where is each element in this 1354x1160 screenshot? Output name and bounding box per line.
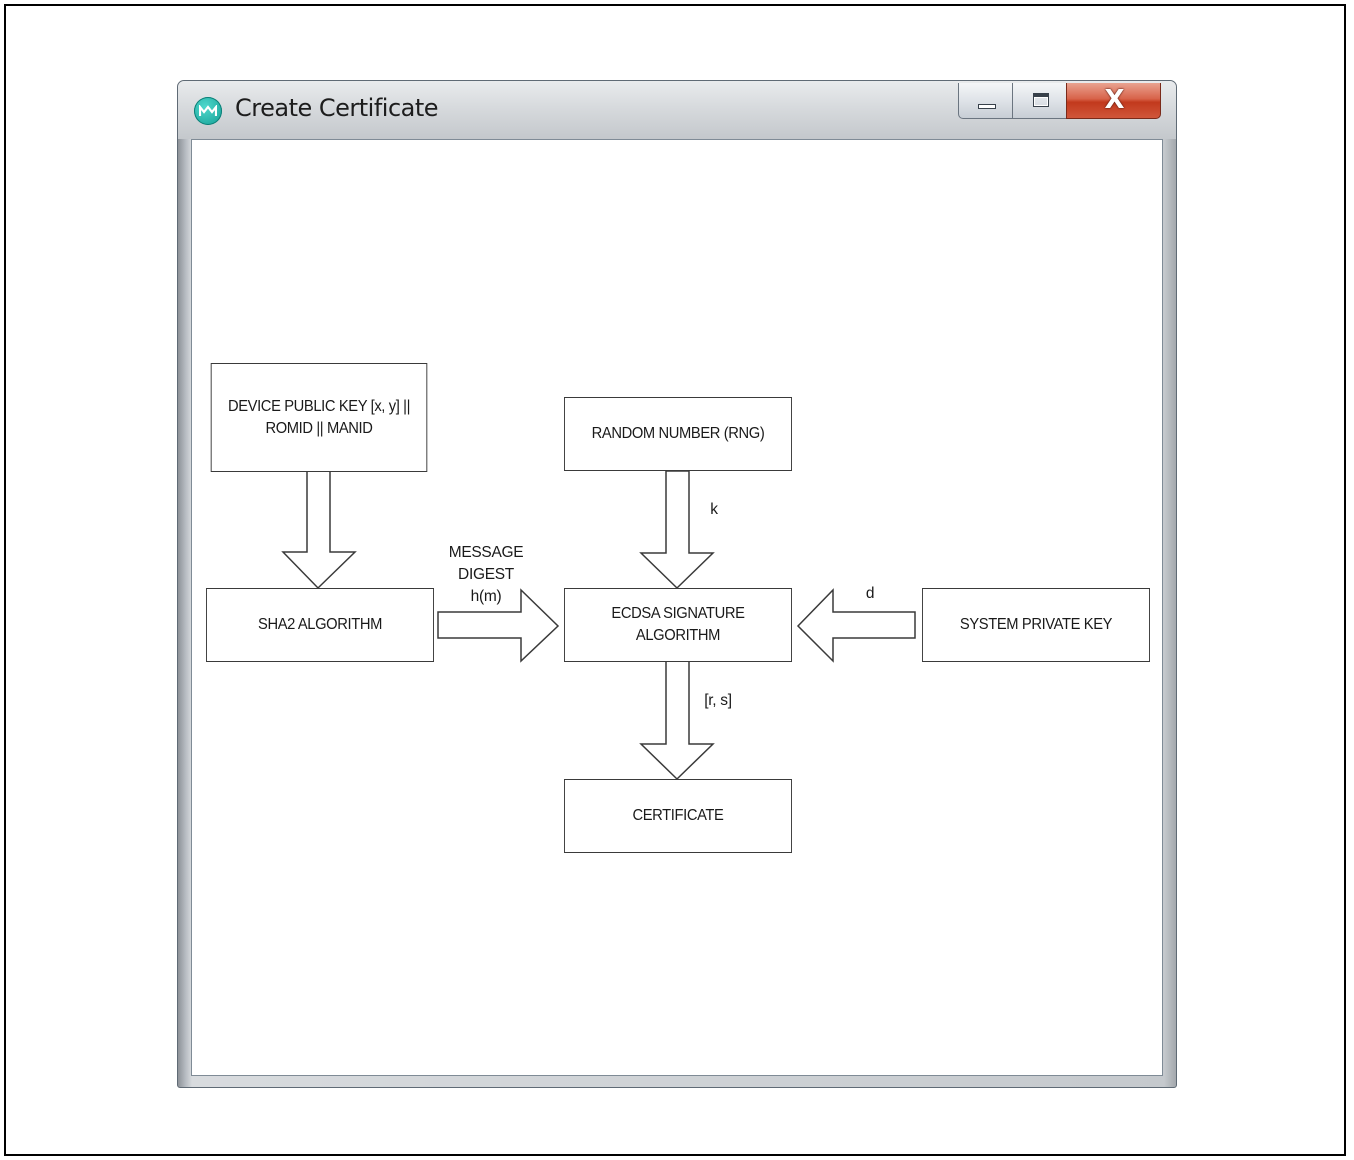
window-title: Create Certificate <box>235 94 439 122</box>
close-icon: X <box>1104 85 1125 115</box>
node-sha2-label: SHA2 ALGORITHM <box>258 616 382 633</box>
node-device-public-key: DEVICE PUBLIC KEY [x, y] || ROMID || MAN… <box>210 363 428 472</box>
caption-buttons: X <box>958 83 1163 121</box>
arrow-sha2-to-ecdsa <box>437 588 560 663</box>
node-random-number-label: RANDOM NUMBER (RNG) <box>591 425 765 442</box>
arrow-rng-to-ecdsa <box>639 470 715 590</box>
diagram-arrows <box>281 470 916 781</box>
node-certificate: CERTIFICATE <box>564 779 792 853</box>
node-ecdsa-line1: ECDSA SIGNATURE <box>611 605 745 622</box>
edge-label-message: MESSAGE <box>448 544 524 561</box>
edge-label-hm: h(m) <box>470 588 502 605</box>
edge-label-digest: DIGEST <box>458 566 514 583</box>
node-sha2-algorithm: SHA2 ALGORITHM <box>206 588 434 662</box>
node-system-private-key-label: SYSTEM PRIVATE KEY <box>959 616 1113 633</box>
maximize-button[interactable] <box>1012 83 1067 119</box>
node-device-public-key-line2: ROMID || MANID <box>265 419 373 437</box>
minimize-button[interactable] <box>958 83 1013 119</box>
edge-label-message-digest: MESSAGE DIGEST h(m) <box>438 542 534 608</box>
arrow-privkey-to-ecdsa <box>796 588 916 663</box>
node-random-number: RANDOM NUMBER (RNG) <box>564 397 792 471</box>
minimize-icon <box>978 104 996 109</box>
node-device-public-key-line1: DEVICE PUBLIC KEY [x, y] || <box>227 397 411 415</box>
edge-label-k: k <box>710 501 718 518</box>
edge-label-d: d <box>865 585 875 602</box>
node-ecdsa-signature: ECDSA SIGNATURE ALGORITHM <box>564 588 792 662</box>
node-system-private-key: SYSTEM PRIVATE KEY <box>922 588 1150 662</box>
close-button[interactable]: X <box>1066 83 1161 119</box>
edge-label-r-s: [r, s] <box>704 692 732 709</box>
title-bar[interactable]: Create Certificate X <box>178 81 1176 139</box>
arrow-device-to-sha2 <box>281 470 357 590</box>
diagram-canvas: DEVICE PUBLIC KEY [x, y] || ROMID || MAN… <box>191 139 1163 1076</box>
arrow-ecdsa-to-certificate <box>639 660 715 781</box>
node-ecdsa-line2: ALGORITHM <box>635 627 721 644</box>
maximize-icon <box>1033 93 1049 107</box>
app-window: Create Certificate X <box>177 80 1177 1088</box>
maxim-logo-icon <box>194 97 222 125</box>
node-certificate-label: CERTIFICATE <box>632 807 724 824</box>
